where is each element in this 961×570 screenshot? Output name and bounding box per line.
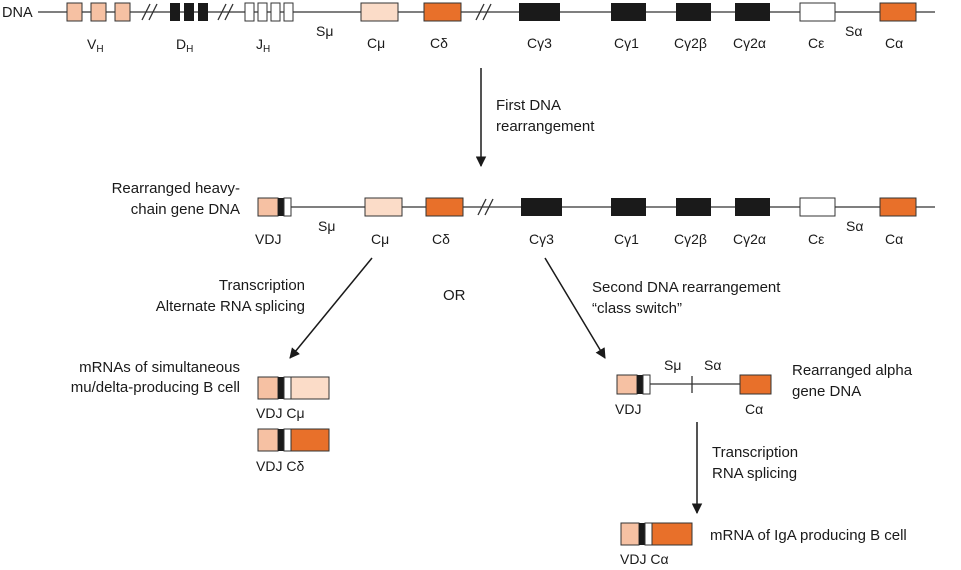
calpha-label: Cα	[745, 401, 763, 417]
cg1-label: Cγ1	[614, 35, 639, 51]
alpha-desc-line2: gene DNA	[792, 383, 861, 400]
break-mark	[475, 3, 492, 21]
dh-segment	[170, 3, 180, 21]
vh-segment	[90, 2, 107, 22]
mrna2-label: VDJ Cδ	[256, 458, 304, 474]
calpha-gene	[879, 197, 917, 217]
cg2a-gene	[735, 198, 770, 216]
cg2b-gene	[676, 198, 711, 216]
calpha-gene	[879, 2, 917, 22]
germline-dna-row: DNA	[2, 2, 935, 55]
jh-segment	[244, 2, 255, 22]
jh-segments	[244, 2, 294, 22]
cg2b-gene	[676, 3, 711, 21]
ceps-label: Cε	[808, 35, 824, 51]
cg3-gene	[521, 198, 562, 216]
vdj-label: VDJ	[255, 231, 281, 247]
smu-label: Sμ	[316, 23, 333, 39]
vh-segment	[66, 2, 83, 22]
cdelta-label: Cδ	[432, 231, 450, 247]
rearranged-dna-row: Rearranged heavy- chain gene DNA VDJ Sμ …	[112, 180, 935, 247]
mrna1-label: VDJ Cμ	[256, 405, 305, 421]
dh-segments	[170, 3, 208, 21]
transcription-line1: Transcription	[712, 444, 798, 461]
cmu-gene	[364, 197, 403, 217]
cg1-label: Cγ1	[614, 231, 639, 247]
alpha-desc-line1: Rearranged alpha	[792, 362, 913, 379]
class-switch-branch: Second DNA rearrangement “class switch” …	[544, 257, 913, 567]
cg1-gene	[611, 198, 646, 216]
cg3-label: Cγ3	[529, 231, 554, 247]
calpha-gene	[739, 374, 772, 395]
vh-label: VH	[87, 36, 104, 55]
break-mark	[477, 198, 494, 216]
step1-text-line2: rearrangement	[496, 118, 595, 135]
cg2a-gene	[735, 3, 770, 21]
dh-segment	[198, 3, 208, 21]
calpha-label: Cα	[885, 231, 903, 247]
mrna-vdj-cdelta	[257, 428, 330, 452]
vh-segment	[114, 2, 131, 22]
vdj-label: VDJ	[615, 401, 641, 417]
cmu-label: Cμ	[367, 35, 385, 51]
right-step-line2: “class switch”	[592, 300, 682, 317]
salpha-label: Sα	[845, 23, 862, 39]
cg3-gene	[519, 3, 560, 21]
cg2a-label: Cγ2α	[733, 35, 766, 51]
final-mrna-desc: mRNA of IgA producing B cell	[710, 527, 907, 544]
smu-label: Sμ	[664, 357, 681, 373]
or-label: OR	[443, 287, 466, 304]
jh-segment	[283, 2, 294, 22]
mrna-vdj-calpha	[620, 522, 693, 546]
cg2b-label: Cγ2β	[674, 35, 707, 51]
cg2b-label: Cγ2β	[674, 231, 707, 247]
alternate-splicing-branch: Transcription Alternate RNA splicing OR …	[71, 257, 466, 474]
calpha-label: Cα	[885, 35, 903, 51]
cdelta-label: Cδ	[430, 35, 448, 51]
mrna-desc-line1: mRNAs of simultaneous	[79, 359, 240, 376]
rearranged-desc-line1: Rearranged heavy-	[112, 180, 240, 197]
ceps-gene	[799, 2, 836, 22]
diagonal-arrow-left	[289, 257, 373, 359]
jh-label: JH	[256, 36, 270, 55]
cmu-gene	[360, 2, 399, 22]
step1-text-line1: First DNA	[496, 97, 561, 114]
cg2a-label: Cγ2α	[733, 231, 766, 247]
ceps-gene	[799, 197, 836, 217]
salpha-label: Sα	[704, 357, 721, 373]
mrna-desc-line2: mu/delta-producing B cell	[71, 379, 240, 396]
ceps-label: Cε	[808, 231, 824, 247]
jh-segment	[257, 2, 268, 22]
cmu-label: Cμ	[371, 231, 389, 247]
jh-segment	[270, 2, 281, 22]
first-rearrangement-step: First DNA rearrangement	[475, 68, 595, 168]
salpha-label: Sα	[846, 218, 863, 234]
final-mrna-label: VDJ Cα	[620, 551, 669, 567]
dh-segment	[184, 3, 194, 21]
right-step-line1: Second DNA rearrangement	[592, 279, 781, 296]
break-mark	[141, 3, 158, 21]
mrna-vdj-cmu	[257, 376, 330, 400]
smu-label: Sμ	[318, 218, 335, 234]
cdelta-gene	[425, 197, 464, 217]
break-mark	[217, 3, 234, 21]
dna-label: DNA	[2, 5, 33, 21]
cg1-gene	[611, 3, 646, 21]
transcription-line2: RNA splicing	[712, 465, 797, 482]
vdj-block	[257, 197, 292, 217]
left-step-line2: Alternate RNA splicing	[156, 298, 305, 315]
cdelta-gene	[423, 2, 462, 22]
dh-label: DH	[176, 36, 193, 55]
vh-segments	[66, 2, 131, 22]
left-step-line1: Transcription	[219, 277, 305, 294]
rearranged-desc-line2: chain gene DNA	[131, 201, 240, 218]
vdj-block	[616, 374, 651, 395]
diagonal-arrow-right	[544, 257, 606, 359]
cg3-label: Cγ3	[527, 35, 552, 51]
